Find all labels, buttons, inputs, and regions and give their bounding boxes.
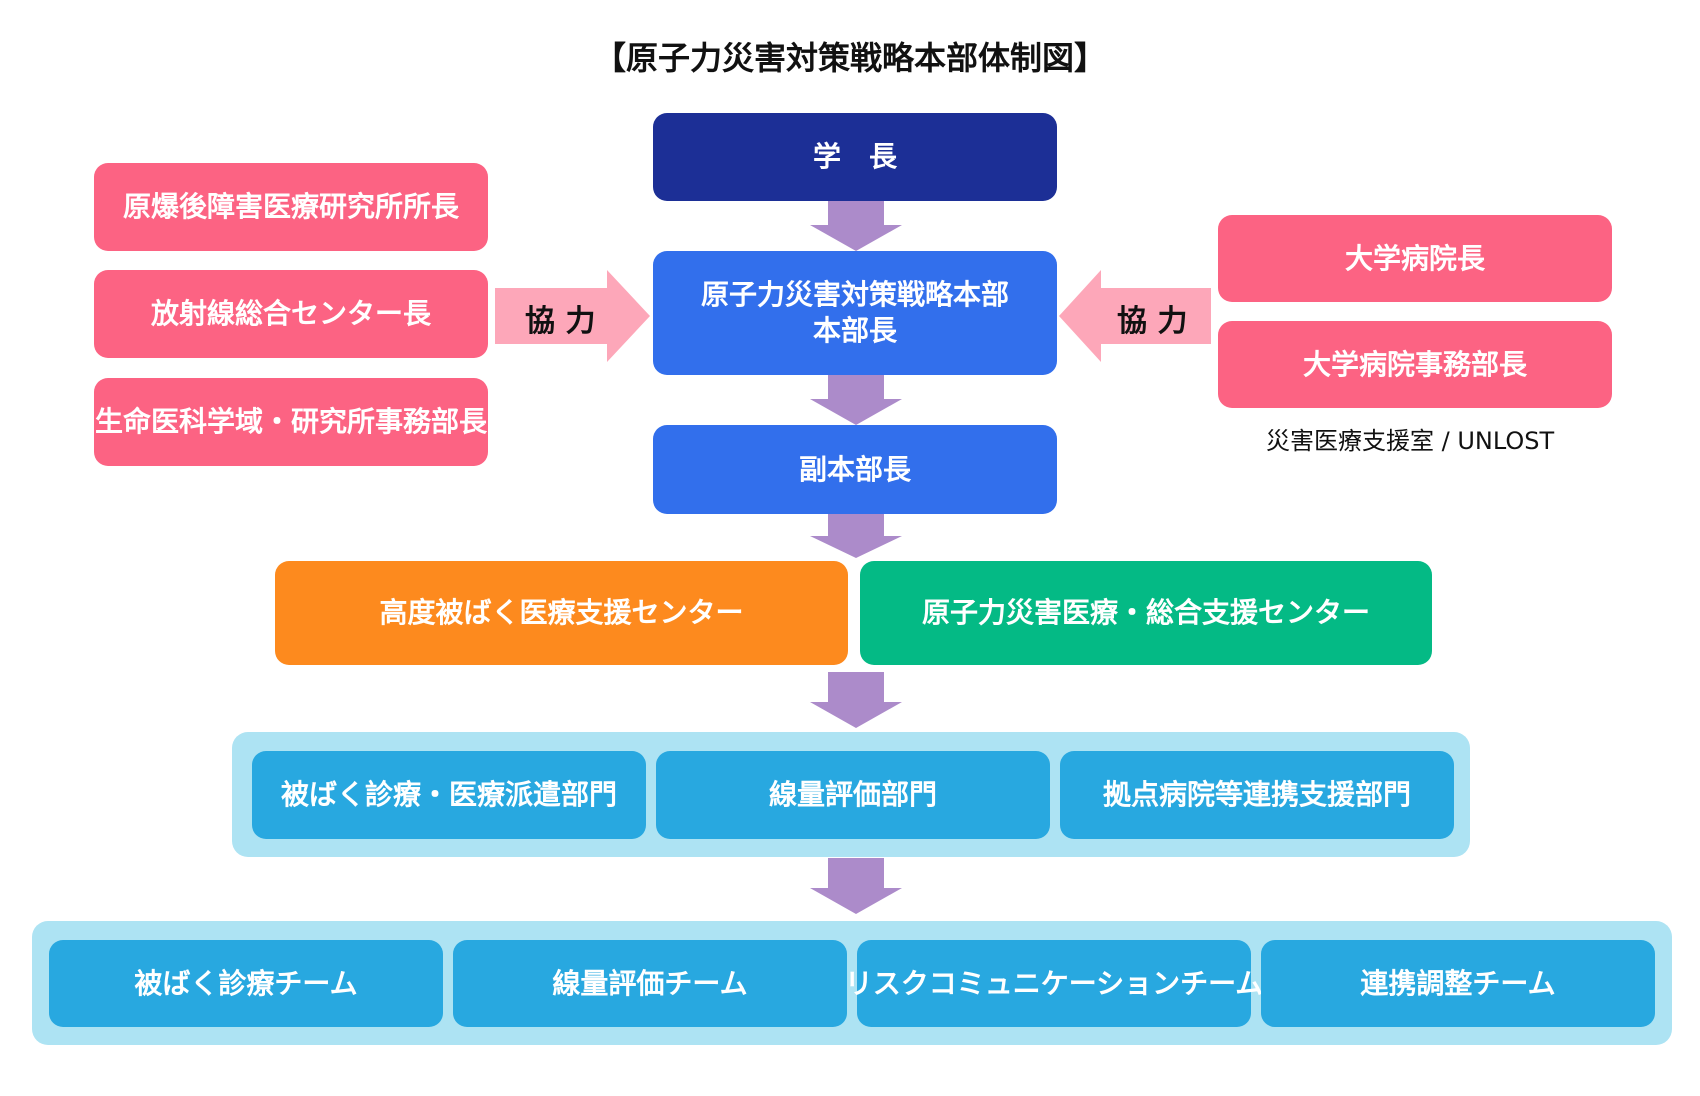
- left-box-2: 放射線総合センター長: [94, 270, 488, 358]
- team-box-1: 被ばく診療チーム: [49, 940, 443, 1027]
- team-box-2: 線量評価チーム: [453, 940, 847, 1027]
- right-box-1: 大学病院長: [1218, 215, 1612, 302]
- down-arrow-3: [810, 514, 902, 558]
- down-arrow-2: [810, 375, 902, 425]
- hq-line2: 本部長: [812, 314, 897, 347]
- president-box: 学 長: [653, 113, 1057, 201]
- department-box-3: 拠点病院等連携支援部門: [1060, 751, 1454, 839]
- right-box-2: 大学病院事務部長: [1218, 321, 1612, 408]
- team-box-3: リスクコミュニケーションチーム: [845, 940, 1263, 1027]
- department-box-2: 線量評価部門: [656, 751, 1050, 839]
- right-note: 災害医療支援室 / UNLOST: [1266, 427, 1555, 455]
- left-box-3: 生命医科学域・研究所事務部長: [94, 378, 488, 466]
- right-coop-label: 協 力: [1117, 304, 1188, 339]
- department-box-1: 被ばく診療・医療派遣部門: [252, 751, 646, 839]
- diagram-title: 【原子力災害対策戦略本部体制図】: [593, 39, 1106, 77]
- hq-director-box: 原子力災害対策戦略本部 本部長: [653, 251, 1057, 375]
- left-coop-label: 協 力: [525, 304, 596, 339]
- right-coop-arrow: [1059, 270, 1211, 362]
- down-arrow-1: [810, 201, 902, 251]
- team-box-4: 連携調整チーム: [1261, 940, 1655, 1027]
- center-box-1: 高度被ばく医療支援センター: [275, 561, 848, 665]
- vice-director-box: 副本部長: [653, 425, 1057, 514]
- center-box-2: 原子力災害医療・総合支援センター: [860, 561, 1432, 665]
- hq-line1: 原子力災害対策戦略本部: [700, 278, 1009, 311]
- left-box-1: 原爆後障害医療研究所所長: [94, 163, 488, 251]
- down-arrow-4: [810, 672, 902, 728]
- left-coop-arrow: [495, 270, 650, 362]
- down-arrow-5: [810, 858, 902, 914]
